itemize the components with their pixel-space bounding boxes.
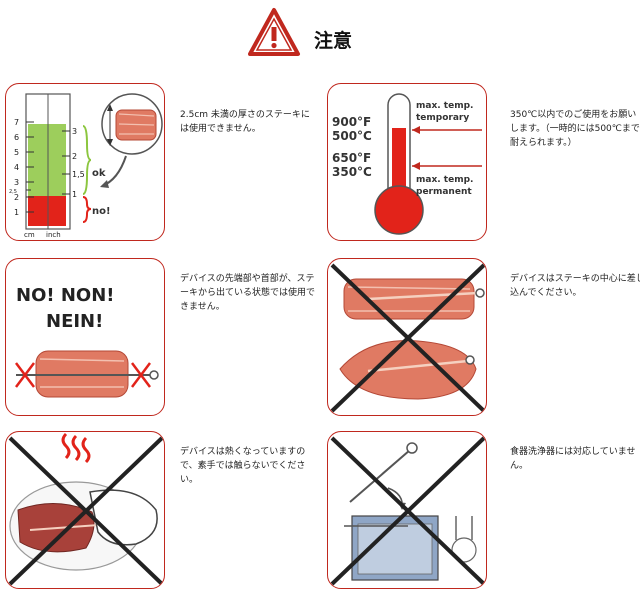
cm-tick: 7 (14, 118, 19, 127)
no-text-line2: NEIN! (46, 311, 103, 332)
inch-tick: 1 (72, 190, 77, 199)
thermometer-probe (349, 449, 411, 503)
temp-temporary-f: 900°F (332, 115, 371, 129)
inch-tick: 2 (72, 152, 77, 161)
thickness-panel: 7 6 5 4 3 2,5 2 1 3 2 1,5 1 cm inch ok n… (5, 83, 165, 241)
label-permanent: permanent (416, 187, 472, 197)
ok-zone (28, 124, 66, 196)
temperature-panel: 900°F 500°C 650°F 350°C max. temp. tempo… (327, 83, 487, 241)
warning-icon (248, 8, 300, 56)
cm-tick: 3 (14, 178, 19, 187)
no-zone (28, 196, 66, 226)
ok-label: ok (92, 168, 106, 179)
tip-note: デバイスの先端部や首部が、ステーキから出ている状態では使用できません。 (180, 274, 316, 312)
temp-permanent-f: 650°F (332, 151, 371, 165)
hot-note: デバイスは熱くなっていますので、素手では触らないでください。 (180, 447, 306, 485)
label-temporary: temporary (416, 113, 469, 123)
temp-permanent-c: 350°C (332, 165, 372, 179)
tip-panel: NO! NON! NEIN! (5, 258, 165, 416)
steak-bottom (339, 340, 477, 400)
center-panel (327, 258, 487, 416)
cm-tick: 2 (14, 193, 19, 202)
hot-panel (5, 431, 165, 589)
center-note: デバイスはステーキの中心に差し込んでください。 (510, 274, 640, 298)
label-permanent: max. temp. (416, 175, 473, 185)
cm-tick: 6 (14, 133, 19, 142)
dish (451, 537, 477, 563)
temp-temporary-c: 500°C (332, 129, 372, 143)
inch-tick: 3 (72, 127, 77, 136)
inch-tick: 1,5 (72, 170, 85, 179)
page-title: 注意 (314, 30, 353, 52)
cm-tick: 5 (14, 148, 19, 157)
cm-tick: 2,5 (9, 189, 17, 195)
dishwasher-note: 食器洗浄器には対応していません。 (510, 447, 636, 471)
no-text-line1: NO! NON! (16, 285, 114, 306)
unit-inch: inch (46, 231, 61, 239)
steak-top (343, 278, 475, 320)
unit-cm: cm (24, 231, 35, 239)
thickness-note: 2.5cm 未満の厚さのステーキには使用できません。 (180, 110, 310, 134)
header: 注意 (0, 0, 640, 70)
dishwasher-panel (327, 431, 487, 589)
no-label: no! (92, 206, 111, 217)
label-temporary: max. temp. (416, 101, 473, 111)
cm-tick: 4 (14, 163, 19, 172)
temperature-note: 350℃以内でのご使用をお願いします。（一時的には500℃まで耐えられます。） (510, 110, 640, 148)
cm-tick: 1 (14, 208, 19, 217)
